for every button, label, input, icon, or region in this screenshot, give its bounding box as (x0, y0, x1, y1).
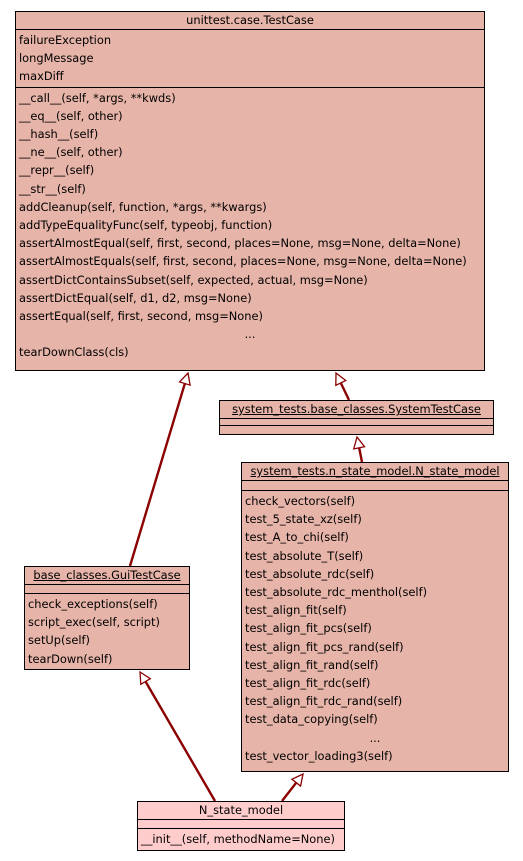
method: test_align_fit_rand(self) (245, 657, 379, 672)
class-n-state-model-tests-attributes (242, 481, 508, 491)
method-ellipsis: ... (369, 730, 381, 745)
method: test_data_copying(self) (245, 712, 378, 727)
edge-nstate-tests-to-systemtestcase-arrowhead (352, 435, 366, 450)
class-n-state-model-title: N_state_model (138, 802, 344, 820)
edge-lines (128, 371, 366, 802)
method: assertDictEqual(self, d1, d2, msg=None) (19, 290, 252, 305)
method: test_align_fit_rdc_rand(self) (245, 694, 403, 709)
class-n-state-model[interactable]: N_state_model __init__(self, methodName=… (137, 801, 345, 851)
class-n-state-model-methods: __init__(self, methodName=None) (138, 829, 344, 849)
method: test_5_state_xz(self) (245, 512, 362, 527)
class-guitestcase-methods: check_exceptions(self) script_exec(self,… (25, 594, 189, 669)
edge-systemtestcase-to-testcase-arrowhead (335, 371, 347, 387)
class-testcase-methods: __call__(self, *args, **kwds) __eq__(sel… (16, 88, 484, 363)
method: test_vector_loading3(self) (245, 748, 393, 763)
edge-nstate-to-nstate-tests-arrowhead (290, 772, 304, 788)
method: test_A_to_chi(self) (245, 530, 349, 545)
attribute: failureException (19, 33, 112, 47)
edge-nstate-to-nstate-tests-line (281, 781, 298, 802)
method: addCleanup(self, function, *args, **kwar… (19, 199, 267, 214)
method: script_exec(self, script) (28, 615, 160, 630)
method: tearDownClass(cls) (19, 345, 129, 360)
method: test_absolute_rdc(self) (245, 566, 375, 581)
method: assertAlmostEquals(self, first, second, … (19, 254, 467, 269)
edge-systemtestcase-to-testcase-line (339, 382, 351, 401)
class-systemtestcase-title: system_tests.base_classes.SystemTestCase (220, 401, 493, 419)
class-systemtestcase[interactable]: system_tests.base_classes.SystemTestCase (219, 400, 494, 435)
edge-nstate-tests-to-systemtestcase-line (357, 447, 364, 463)
method: __hash__(self) (19, 127, 99, 142)
method: test_align_fit_pcs(self) (245, 621, 372, 636)
edge-nstate-to-gui-line (144, 680, 217, 802)
edge-nstate-to-gui-arrowhead (139, 670, 152, 686)
method: __call__(self, *args, **kwds) (19, 90, 176, 105)
edge-gui-to-testcase-arrowhead (178, 371, 191, 387)
class-n-state-model-tests-methods: check_vectors(self) test_5_state_xz(self… (242, 491, 508, 766)
attribute: longMessage (19, 51, 94, 66)
method: __ne__(self, other) (19, 145, 123, 160)
method: assertDictContainsSubset(self, expected,… (19, 272, 368, 287)
method: __init__(self, methodName=None) (141, 832, 335, 846)
method: check_exceptions(self) (28, 597, 158, 611)
edge-gui-to-testcase-line (128, 383, 186, 567)
class-testcase-title: unittest.case.TestCase (16, 12, 484, 30)
class-testcase[interactable]: unittest.case.TestCase failureException … (15, 11, 485, 371)
class-n-state-model-attributes (138, 820, 344, 829)
method: addTypeEqualityFunc(self, typeobj, funct… (19, 218, 273, 233)
class-systemtestcase-attributes (220, 419, 493, 426)
method: test_align_fit_pcs_rand(self) (245, 639, 404, 654)
class-n-state-model-tests-title: system_tests.n_state_model.N_state_model (242, 463, 508, 481)
method: __str__(self) (19, 181, 86, 196)
method: __repr__(self) (19, 163, 95, 178)
class-systemtestcase-methods (220, 426, 493, 432)
class-guitestcase[interactable]: base_classes.GuiTestCase check_exception… (24, 566, 190, 670)
class-guitestcase-title: base_classes.GuiTestCase (25, 567, 189, 585)
method: __eq__(self, other) (19, 108, 123, 123)
class-guitestcase-attributes (25, 585, 189, 594)
method: check_vectors(self) (245, 494, 356, 508)
class-n-state-model-tests[interactable]: system_tests.n_state_model.N_state_model… (241, 462, 509, 772)
method-ellipsis: ... (244, 327, 256, 342)
method: test_absolute_T(self) (245, 548, 364, 563)
class-testcase-attributes: failureException longMessage maxDiff (16, 30, 484, 88)
method: tearDown(self) (28, 651, 113, 666)
method: assertAlmostEqual(self, first, second, p… (19, 236, 461, 251)
method: assertEqual(self, first, second, msg=Non… (19, 309, 263, 324)
method: test_align_fit_rdc(self) (245, 676, 371, 691)
method: setUp(self) (28, 633, 90, 648)
method: test_absolute_rdc_menthol(self) (245, 585, 428, 600)
attribute: maxDiff (19, 69, 64, 84)
method: test_align_fit(self) (245, 603, 347, 618)
